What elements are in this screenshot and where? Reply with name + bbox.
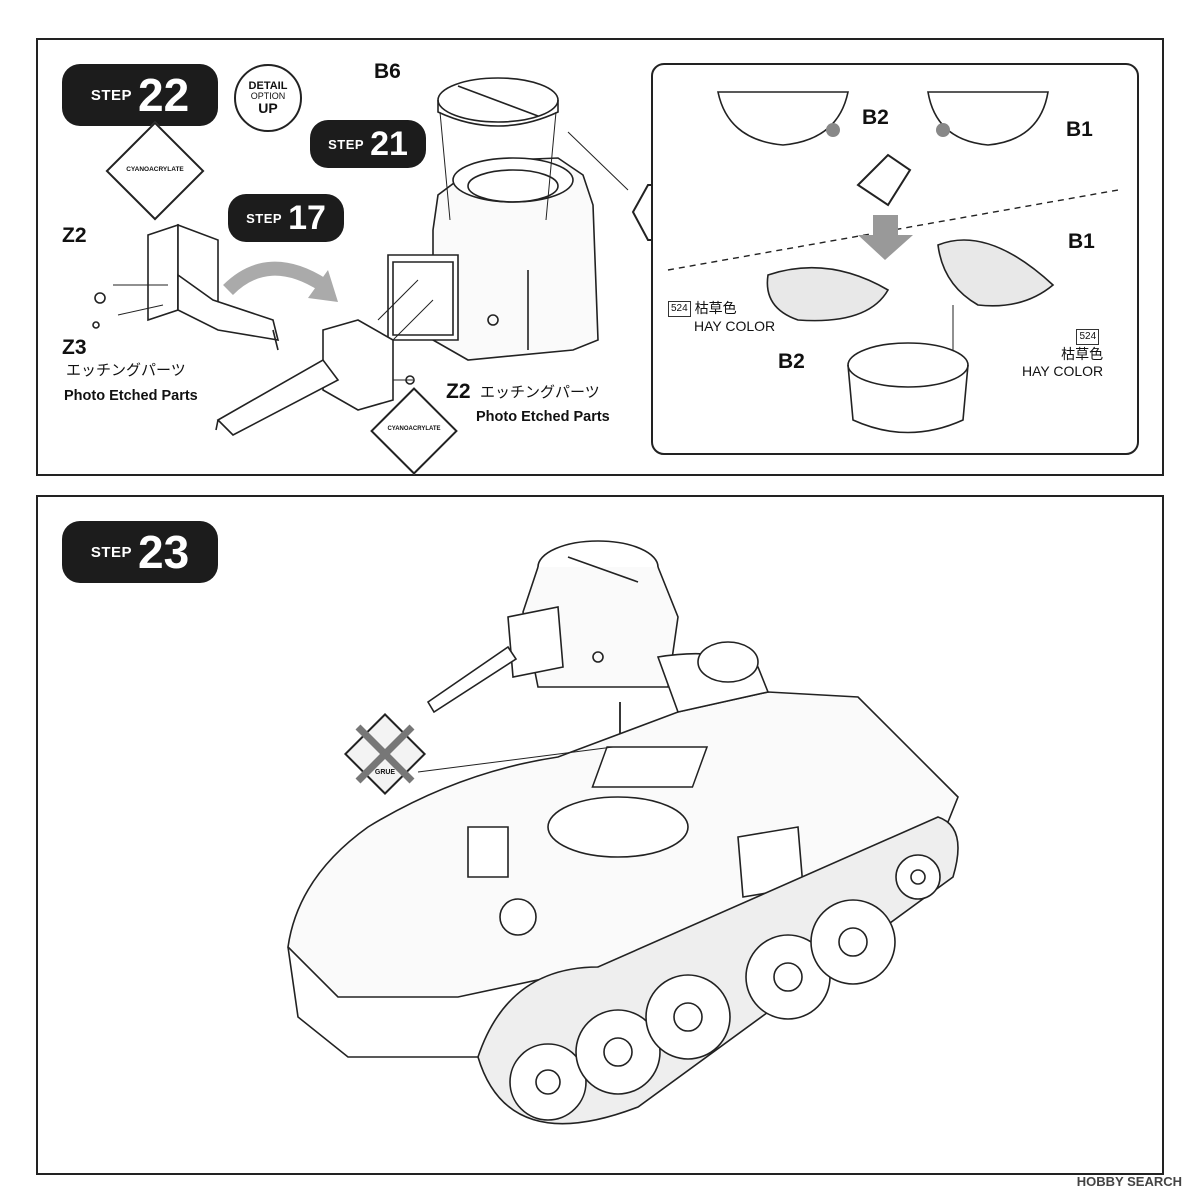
part-label-z2-left: Z2 (62, 224, 87, 247)
detail-up-line3: UP (258, 100, 278, 116)
cyanoacrylate-label-left: CYANOACRYLATE (126, 166, 184, 173)
part-label-b2-top: B2 (862, 106, 889, 129)
step-22-panel: ? STEP 22 DETAI (36, 38, 1164, 476)
part-label-b1-top: B1 (1066, 118, 1093, 141)
step-word: STEP (246, 210, 283, 226)
step-22-illustration: ? (92, 63, 1139, 455)
etched-en-right: Photo Etched Parts (476, 409, 610, 425)
part-label-b6: B6 (374, 60, 401, 83)
paint-code: 524 (668, 301, 691, 318)
step-17-reference: STEP 17 (228, 194, 344, 242)
paint-code: 524 (1076, 329, 1100, 346)
step-23-illustration (287, 540, 959, 1125)
road-wheels (509, 854, 941, 1121)
etched-en-left: Photo Etched Parts (64, 388, 198, 404)
step-number: 17 (288, 199, 326, 237)
step-number: 22 (138, 69, 190, 121)
detail-up-line2: OPTION (250, 91, 286, 101)
glue-label: GRUE (374, 769, 396, 776)
part-label-z3: Z3 (62, 336, 87, 359)
part-label-b2-left: B2 (778, 350, 805, 373)
part-label-b1-right: B1 (1068, 230, 1095, 253)
hatch-b6 (437, 77, 559, 221)
detail-up-badge: DETAIL OPTION UP (234, 64, 302, 132)
etched-jp-left: エッチングパーツ (66, 362, 186, 379)
paint-jp: 枯草色 (1061, 345, 1104, 362)
rotation-arrow (223, 261, 327, 296)
no-glue-cross (355, 724, 415, 784)
etched-jp-right: エッチングパーツ (480, 384, 600, 401)
step-word: STEP (90, 543, 132, 561)
step-22-badge: STEP 22 (62, 64, 218, 126)
step-word: STEP (90, 86, 132, 104)
turret-body (387, 157, 599, 361)
paint-callout-right: 524 枯草色 HAY COLOR (1022, 328, 1103, 381)
paint-en: HAY COLOR (1022, 363, 1104, 379)
paint-jp: 枯草色 (694, 300, 737, 316)
step-21-reference: STEP 21 (310, 120, 426, 168)
detail-up-line1: DETAIL (248, 80, 288, 92)
step-23-badge: STEP 23 (62, 521, 218, 583)
mantlet-assembly-center (215, 279, 434, 436)
step-23-panel: STEP 23 GRUE (36, 495, 1164, 1175)
step-number: 21 (370, 125, 408, 163)
turret-assembled (426, 540, 679, 714)
part-label-z2-right: Z2 (446, 380, 471, 403)
tank-hull (287, 641, 959, 998)
step-number: 23 (138, 526, 190, 578)
paint-en: HAY COLOR (694, 317, 776, 334)
step-word: STEP (328, 136, 365, 152)
watermark: HOBBY SEARCH (1076, 1174, 1182, 1189)
mantlet-assembly-left (92, 223, 280, 351)
cyanoacrylate-label-right: CYANOACRYLATE (387, 426, 441, 432)
